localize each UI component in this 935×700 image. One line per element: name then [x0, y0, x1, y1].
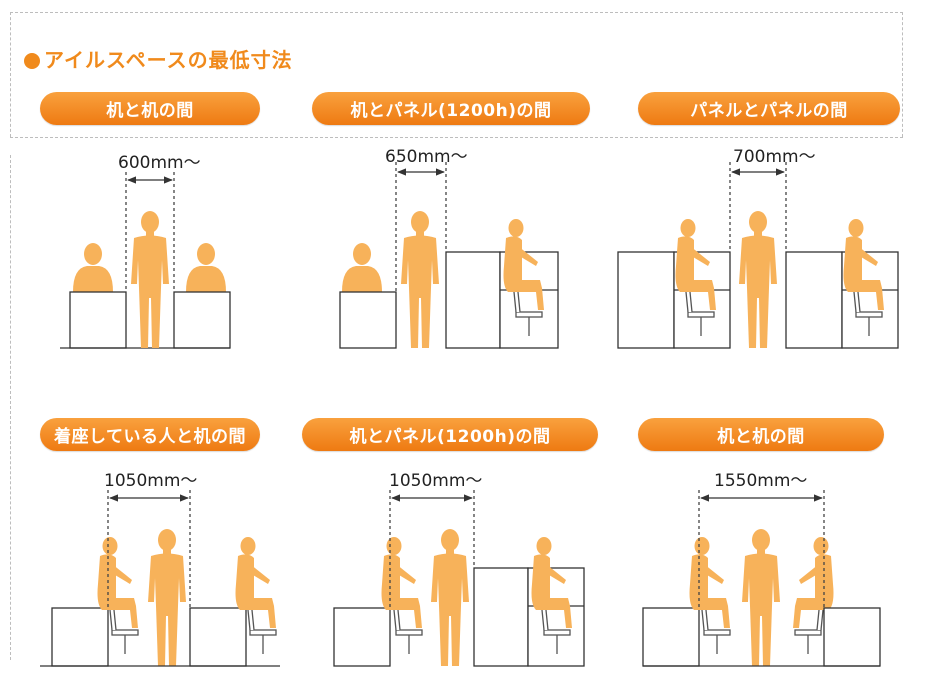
panel-5-diagram — [333, 490, 585, 667]
panel-4-dimension: 1050mm〜 — [104, 471, 198, 491]
panel-2-dimension: 650mm〜 — [385, 147, 468, 167]
panel-4-label: 着座している人と机の間 — [40, 418, 260, 451]
panel-3-label: パネルとパネルの間 — [638, 92, 900, 125]
panel-5-dimension: 1050mm〜 — [389, 471, 483, 491]
panel-3-dimension: 700mm〜 — [733, 147, 816, 167]
panel-2-label: 机とパネル(1200h)の間 — [312, 92, 590, 125]
panel-2-diagram — [339, 162, 559, 349]
panel-1-dimension: 600mm〜 — [118, 153, 201, 173]
frame-divider — [10, 137, 903, 139]
frame-top-border — [10, 12, 903, 137]
page-title-text: アイルスペースの最低寸法 — [44, 48, 293, 72]
panel-5-label: 机とパネル(1200h)の間 — [302, 418, 598, 451]
panel-3-diagram — [617, 162, 899, 349]
page-title: アイルスペースの最低寸法 — [24, 44, 293, 73]
bullet-icon — [24, 53, 40, 69]
panel-6-dimension: 1550mm〜 — [714, 471, 808, 491]
panel-6-diagram — [642, 490, 881, 667]
panel-4-diagram — [40, 490, 280, 667]
panel-1-diagram — [60, 172, 231, 349]
panel-1-label: 机と机の間 — [40, 92, 260, 125]
panel-6-label: 机と机の間 — [638, 418, 884, 451]
frame-left-border — [10, 155, 12, 660]
